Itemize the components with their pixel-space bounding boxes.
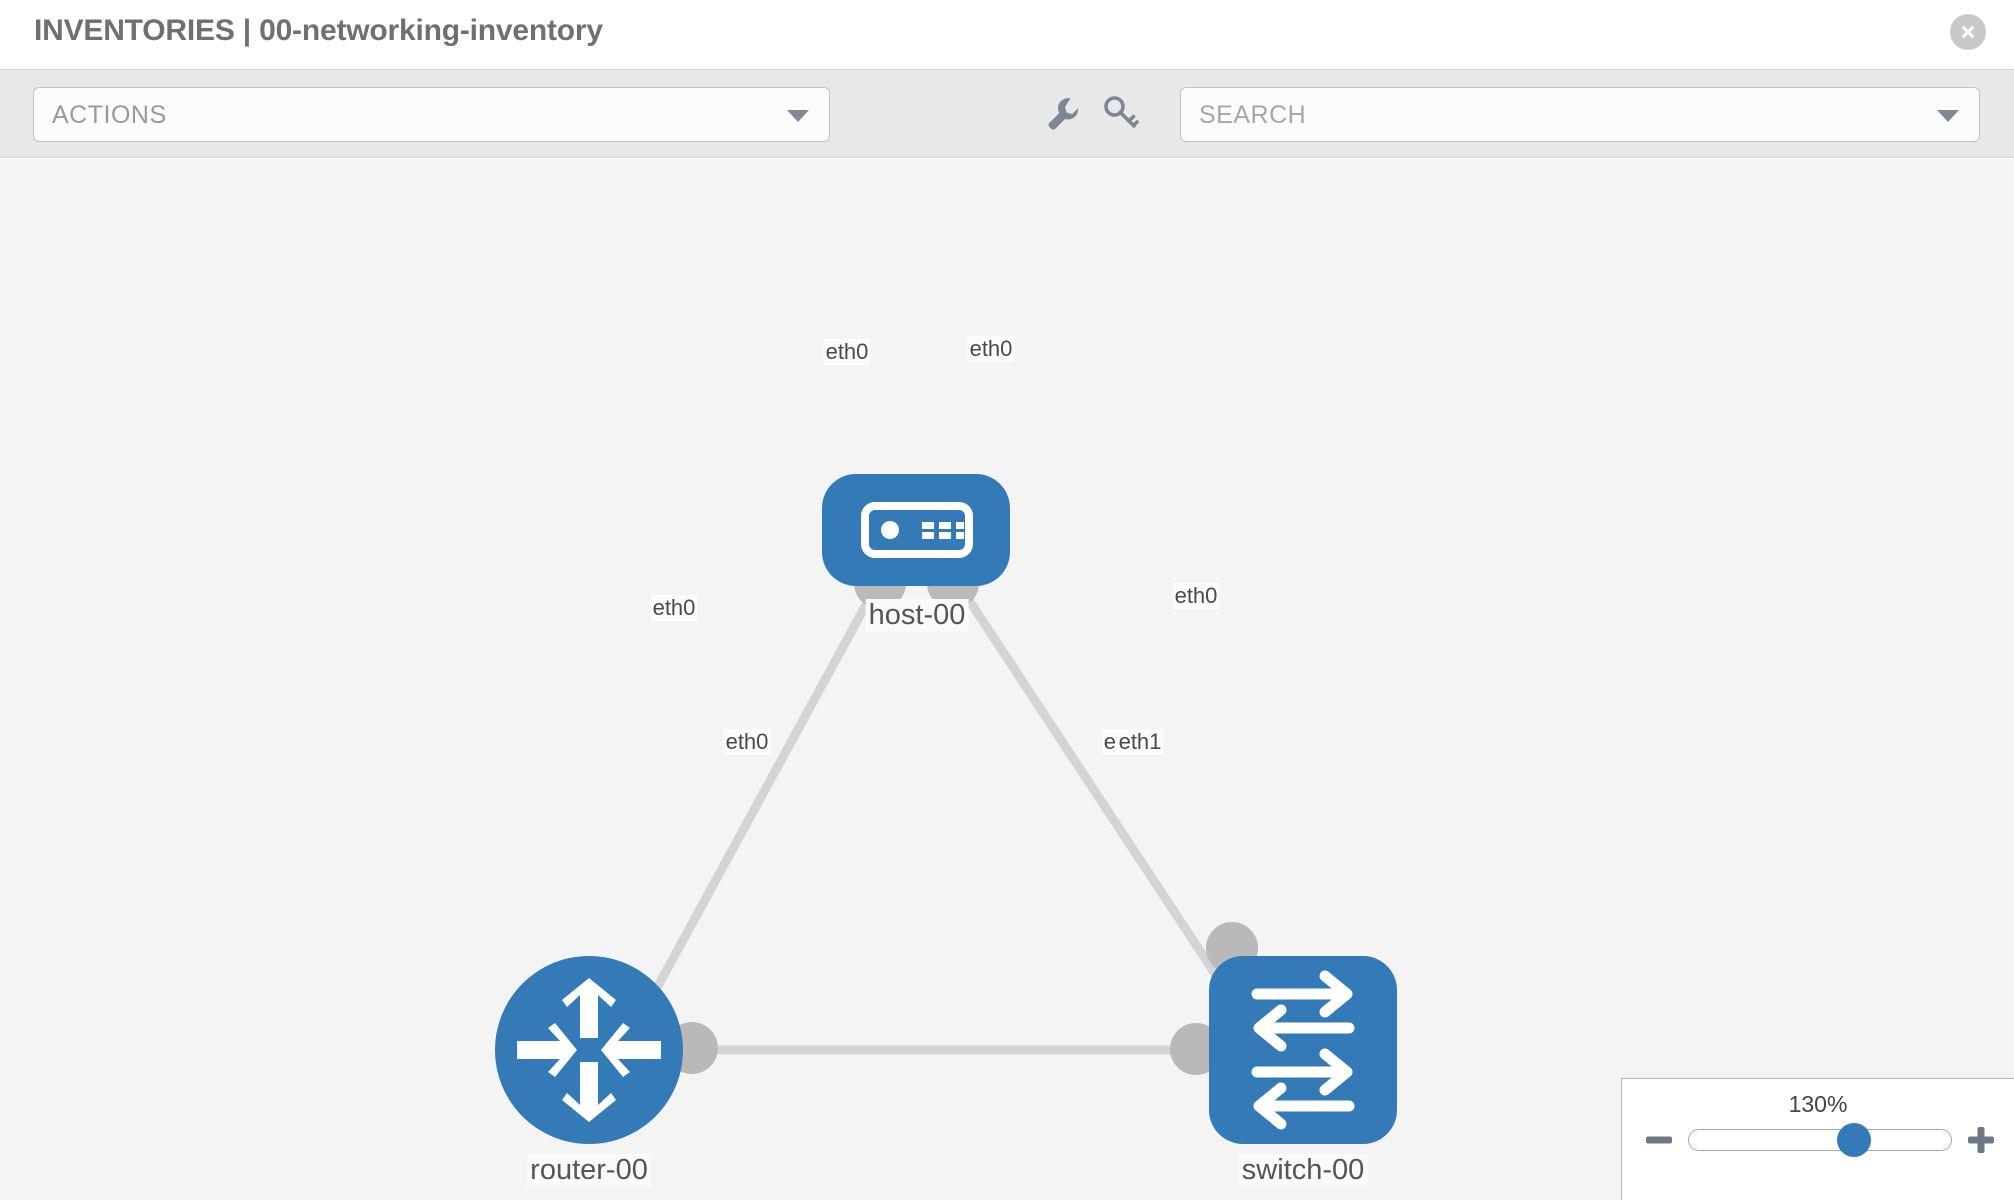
search-placeholder: SEARCH (1199, 101, 1307, 129)
zoom-slider[interactable] (1688, 1123, 1952, 1157)
iface-label: eth0 (650, 595, 698, 621)
iface-label: eth0 (723, 729, 771, 755)
link-host00-router00 (636, 576, 884, 1022)
topology-canvas[interactable]: eth0 eth0 eth0 eth0 eth0 eth eth1 host-0… (0, 159, 2014, 1200)
zoom-level-value: 130% (1788, 1091, 1848, 1117)
key-icon[interactable] (1100, 92, 1140, 132)
wrench-icon[interactable] (1042, 92, 1082, 132)
node-label-host-00: host-00 (865, 599, 969, 632)
topology-graph (495, 474, 1397, 1144)
close-icon[interactable] (1950, 14, 1986, 50)
actions-dropdown-label: ACTIONS (52, 101, 167, 129)
chevron-down-icon[interactable] (1937, 110, 1959, 122)
node-host-00[interactable] (822, 474, 1010, 586)
switch-icon (1251, 970, 1355, 1130)
node-switch-00[interactable] (1209, 956, 1397, 1144)
topology-links (636, 576, 1239, 1055)
iface-label: eth0 (1172, 583, 1220, 609)
node-router-00[interactable] (495, 956, 683, 1144)
link-host00-switch00 (951, 576, 1239, 1007)
chevron-down-icon (787, 110, 809, 122)
minus-icon[interactable] (1644, 1125, 1674, 1155)
iface-label: eth0 (967, 336, 1015, 362)
actions-dropdown[interactable]: ACTIONS (33, 87, 830, 142)
page-header: INVENTORIES | 00-networking-inventory (0, 0, 2014, 70)
toolbar: ACTIONS SEARCH (0, 70, 2014, 158)
plus-icon[interactable] (1966, 1125, 1996, 1155)
router-icon (517, 978, 661, 1122)
node-label-router-00: router-00 (527, 1154, 651, 1187)
server-icon (861, 502, 973, 558)
zoom-slider-thumb[interactable] (1837, 1123, 1872, 1157)
search-input[interactable]: SEARCH (1180, 87, 1980, 142)
page-title: INVENTORIES | 00-networking-inventory (34, 14, 603, 47)
node-label-switch-00: switch-00 (1238, 1154, 1368, 1187)
zoom-control-panel: 130% (1621, 1078, 2014, 1200)
iface-label: eth0 (823, 339, 871, 365)
iface-label: eth1 (1116, 729, 1164, 755)
